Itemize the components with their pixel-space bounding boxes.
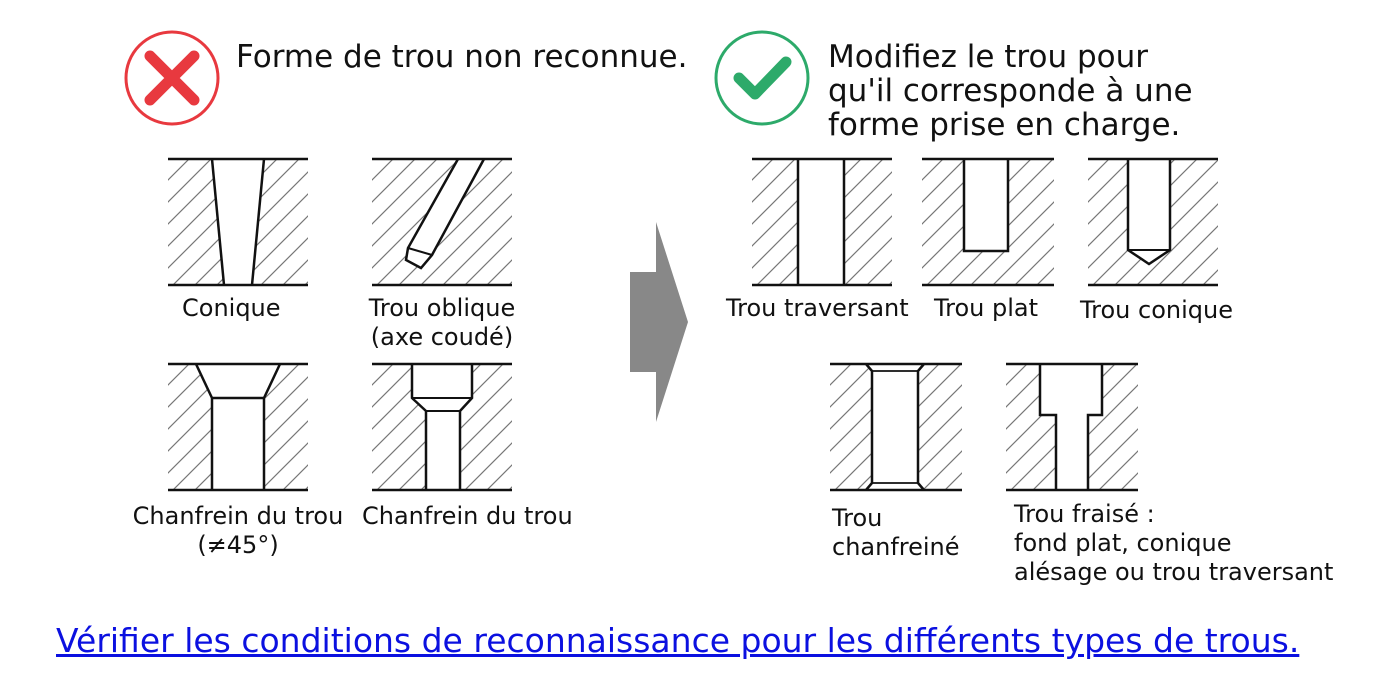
chamfered-hole-line1: Trou — [832, 504, 883, 532]
chamfered-hole-line2: chanfreiné — [832, 533, 960, 561]
stepped-chamfer-diagram — [372, 362, 512, 492]
conical-label: Conique — [182, 294, 281, 322]
check-icon — [712, 28, 812, 128]
oblique-label: Trou oblique (axe coudé) — [352, 294, 532, 352]
unsupported-heading: Forme de trou non reconnue. — [236, 39, 688, 75]
conical-hole-diagram — [168, 157, 308, 287]
counterbore-hole-line2: fond plat, conique — [1014, 529, 1232, 557]
flat-hole-diagram — [922, 157, 1054, 287]
through-hole-label: Trou traversant — [726, 294, 909, 322]
through-hole-diagram — [752, 157, 892, 287]
oblique-hole-diagram — [372, 157, 512, 287]
cross-icon — [122, 28, 222, 128]
oblique-label-line1: Trou oblique — [368, 294, 516, 322]
chamfer-not-45-line2: (≠45°) — [197, 531, 279, 559]
supported-heading-line2: qu'il corresponde à une — [828, 73, 1193, 109]
supported-heading-line3: forme prise en charge. — [828, 107, 1181, 143]
counterbore-hole-diagram — [1006, 362, 1138, 492]
chamfered-hole-diagram — [830, 362, 962, 492]
chamfer-not-45-line1: Chanfrein du trou — [132, 502, 344, 530]
counterbore-hole-label: Trou fraisé : fond plat, conique alésage… — [1014, 500, 1333, 587]
supported-heading: Modifiez le trou pour qu'il corresponde … — [828, 40, 1193, 142]
counterbore-hole-line3: alésage ou trou traversant — [1014, 558, 1334, 586]
supported-heading-line1: Modifiez le trou pour — [828, 39, 1148, 75]
chamfer-not-45-label: Chanfrein du trou (≠45°) — [98, 502, 378, 560]
cone-bottom-hole-diagram — [1088, 157, 1218, 287]
stepped-chamfer-label: Chanfrein du trou — [362, 502, 573, 530]
chamfered-hole-label: Trou chanfreiné — [832, 504, 960, 562]
cone-bottom-hole-label: Trou conique — [1080, 296, 1233, 324]
flat-hole-label: Trou plat — [934, 294, 1039, 322]
oblique-label-line2: (axe coudé) — [370, 323, 514, 351]
chamfer-not-45-diagram — [168, 362, 308, 492]
recognition-conditions-link[interactable]: Vérifier les conditions de reconnaissanc… — [56, 621, 1300, 660]
counterbore-hole-line1: Trou fraisé : — [1014, 500, 1155, 528]
right-arrow-icon — [630, 222, 688, 422]
